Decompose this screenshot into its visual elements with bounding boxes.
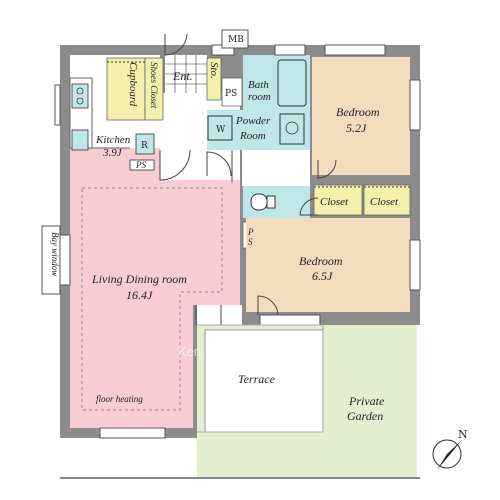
bedroom1-label: Bedroom xyxy=(336,105,380,119)
terrace-area xyxy=(204,329,324,433)
ps-lower-s-label: S xyxy=(248,237,253,247)
terrace-outline xyxy=(197,324,324,433)
kitchen-ps-label: PS xyxy=(135,160,146,170)
storage-label: Sto. xyxy=(208,62,220,79)
private-label: Private xyxy=(348,394,385,408)
kitchen-label: Kitchen xyxy=(95,134,131,146)
toilet-bowl xyxy=(250,193,268,211)
ps-label-upper: PS xyxy=(225,89,237,99)
powder-label: Powder xyxy=(235,115,271,127)
kitchen-size-label: 3.9J xyxy=(102,147,123,159)
cupboard-area xyxy=(106,57,146,121)
shoes-closet-area xyxy=(144,57,164,121)
hall-white-corridor xyxy=(242,150,310,186)
doors xyxy=(159,33,337,325)
terrace-label: Terrace xyxy=(238,372,276,386)
floor-heating-boundary xyxy=(81,187,223,411)
bedroom2-size-label: 6.5J xyxy=(312,269,333,283)
living-dining-label: Living Dining room xyxy=(91,272,187,286)
bathtub xyxy=(277,59,307,107)
bedroom1-size-label: 5.2J xyxy=(346,121,367,135)
washbasin-bowl xyxy=(285,121,299,135)
washbasin xyxy=(279,113,305,145)
entrance-label: Ent. xyxy=(172,69,193,83)
storage-area xyxy=(206,57,222,101)
north-arrow: N xyxy=(432,428,468,470)
washer-label: W xyxy=(216,125,226,135)
mb-label: MB xyxy=(228,35,244,45)
burner xyxy=(76,97,84,105)
watermark-text: Ken Corporation Ltd. xyxy=(178,344,298,359)
refrigerator-label: R xyxy=(141,141,148,151)
windows xyxy=(41,44,421,439)
ps-shaft-upper xyxy=(221,77,243,107)
bedroom1-area xyxy=(312,57,410,175)
kitchen-ps-shaft xyxy=(129,159,155,171)
refrigerator-space xyxy=(135,133,155,155)
shoes-closet-label: Shoes Closet xyxy=(149,62,159,109)
bath-label: Bath xyxy=(248,79,269,91)
garden-label: Garden xyxy=(347,409,383,423)
closet-b-area xyxy=(363,184,411,216)
cooktop xyxy=(71,83,89,109)
toilet-tank xyxy=(266,195,276,209)
living-dining-size-label: 16.4J xyxy=(126,288,153,302)
bedroom2-label: Bedroom xyxy=(299,254,343,268)
cupboard-label: Cupboard xyxy=(127,62,139,107)
kitchen-sink xyxy=(71,129,89,151)
entrance-floor-tiles xyxy=(165,55,207,93)
powder-room-label: Room xyxy=(239,130,266,142)
closet-a-label: Closet xyxy=(320,196,349,208)
burner xyxy=(76,87,84,95)
meter-box xyxy=(221,29,249,49)
washing-machine-pan xyxy=(207,115,233,141)
bay-window-label: Bay window xyxy=(50,232,60,276)
bath-room-label: room xyxy=(248,91,271,103)
closet-a-area xyxy=(313,184,363,216)
floor-heating-label: floor heating xyxy=(96,394,143,404)
north-label: N xyxy=(458,428,468,441)
closet-b-label: Closet xyxy=(370,196,399,208)
ps-lower-p-label: P xyxy=(247,227,254,237)
living-dining-room-area xyxy=(70,148,240,428)
bedroom2-area xyxy=(246,218,410,312)
